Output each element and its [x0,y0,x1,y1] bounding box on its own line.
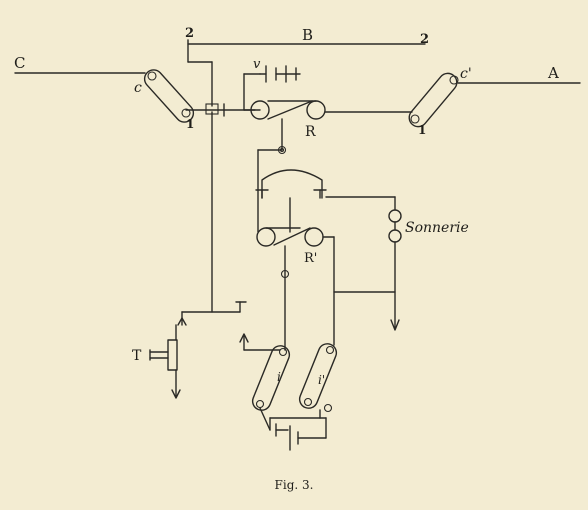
label-bar-b: B [302,26,313,44]
wire-switch-c-to-relay [185,73,261,117]
label-key-t: T [132,348,142,364]
label-switch-c-prime-pivot: 1 [418,123,426,137]
label-switch-c: c [134,80,142,96]
bell: Sonnerie [388,209,469,331]
label-switch-i-prime: i' [318,373,325,387]
switch-c: c 1 [134,69,194,131]
switch-i: i [251,345,291,411]
label-switch-i: i [277,370,281,384]
relay-r: R [250,100,413,140]
junction-dot [279,147,285,153]
label-terminal-left: 2 [185,26,194,41]
wire-small-branch [239,333,281,351]
wire-r-to-r-prime [257,118,287,233]
label-switch-c-prime: c' [460,66,472,82]
switch-c-prime: c' 1 [408,66,472,137]
wire-r-prime-down [280,245,290,351]
wire-left-vertical [177,111,247,326]
key-t: T [132,324,181,399]
line-c: C [14,54,146,74]
bar-b: B 2 2 [185,26,429,107]
figure-caption: Fig. 3. [274,478,314,492]
line-a: A [457,64,581,84]
label-terminal-right: 2 [420,32,429,47]
contact-frame [255,169,396,233]
battery-v: v [253,57,301,83]
label-relay-r-prime: R' [304,251,317,266]
switch-i-prime: i' [298,343,338,413]
label-line-c: C [14,54,25,72]
label-line-a: A [547,64,559,82]
label-bell: Sonnerie [405,220,469,236]
relay-r-prime: R' [256,227,335,346]
battery-bottom [259,407,327,451]
label-battery-v: v [253,57,261,72]
label-switch-c-pivot: 1 [186,117,194,131]
label-relay-r: R [305,124,316,140]
